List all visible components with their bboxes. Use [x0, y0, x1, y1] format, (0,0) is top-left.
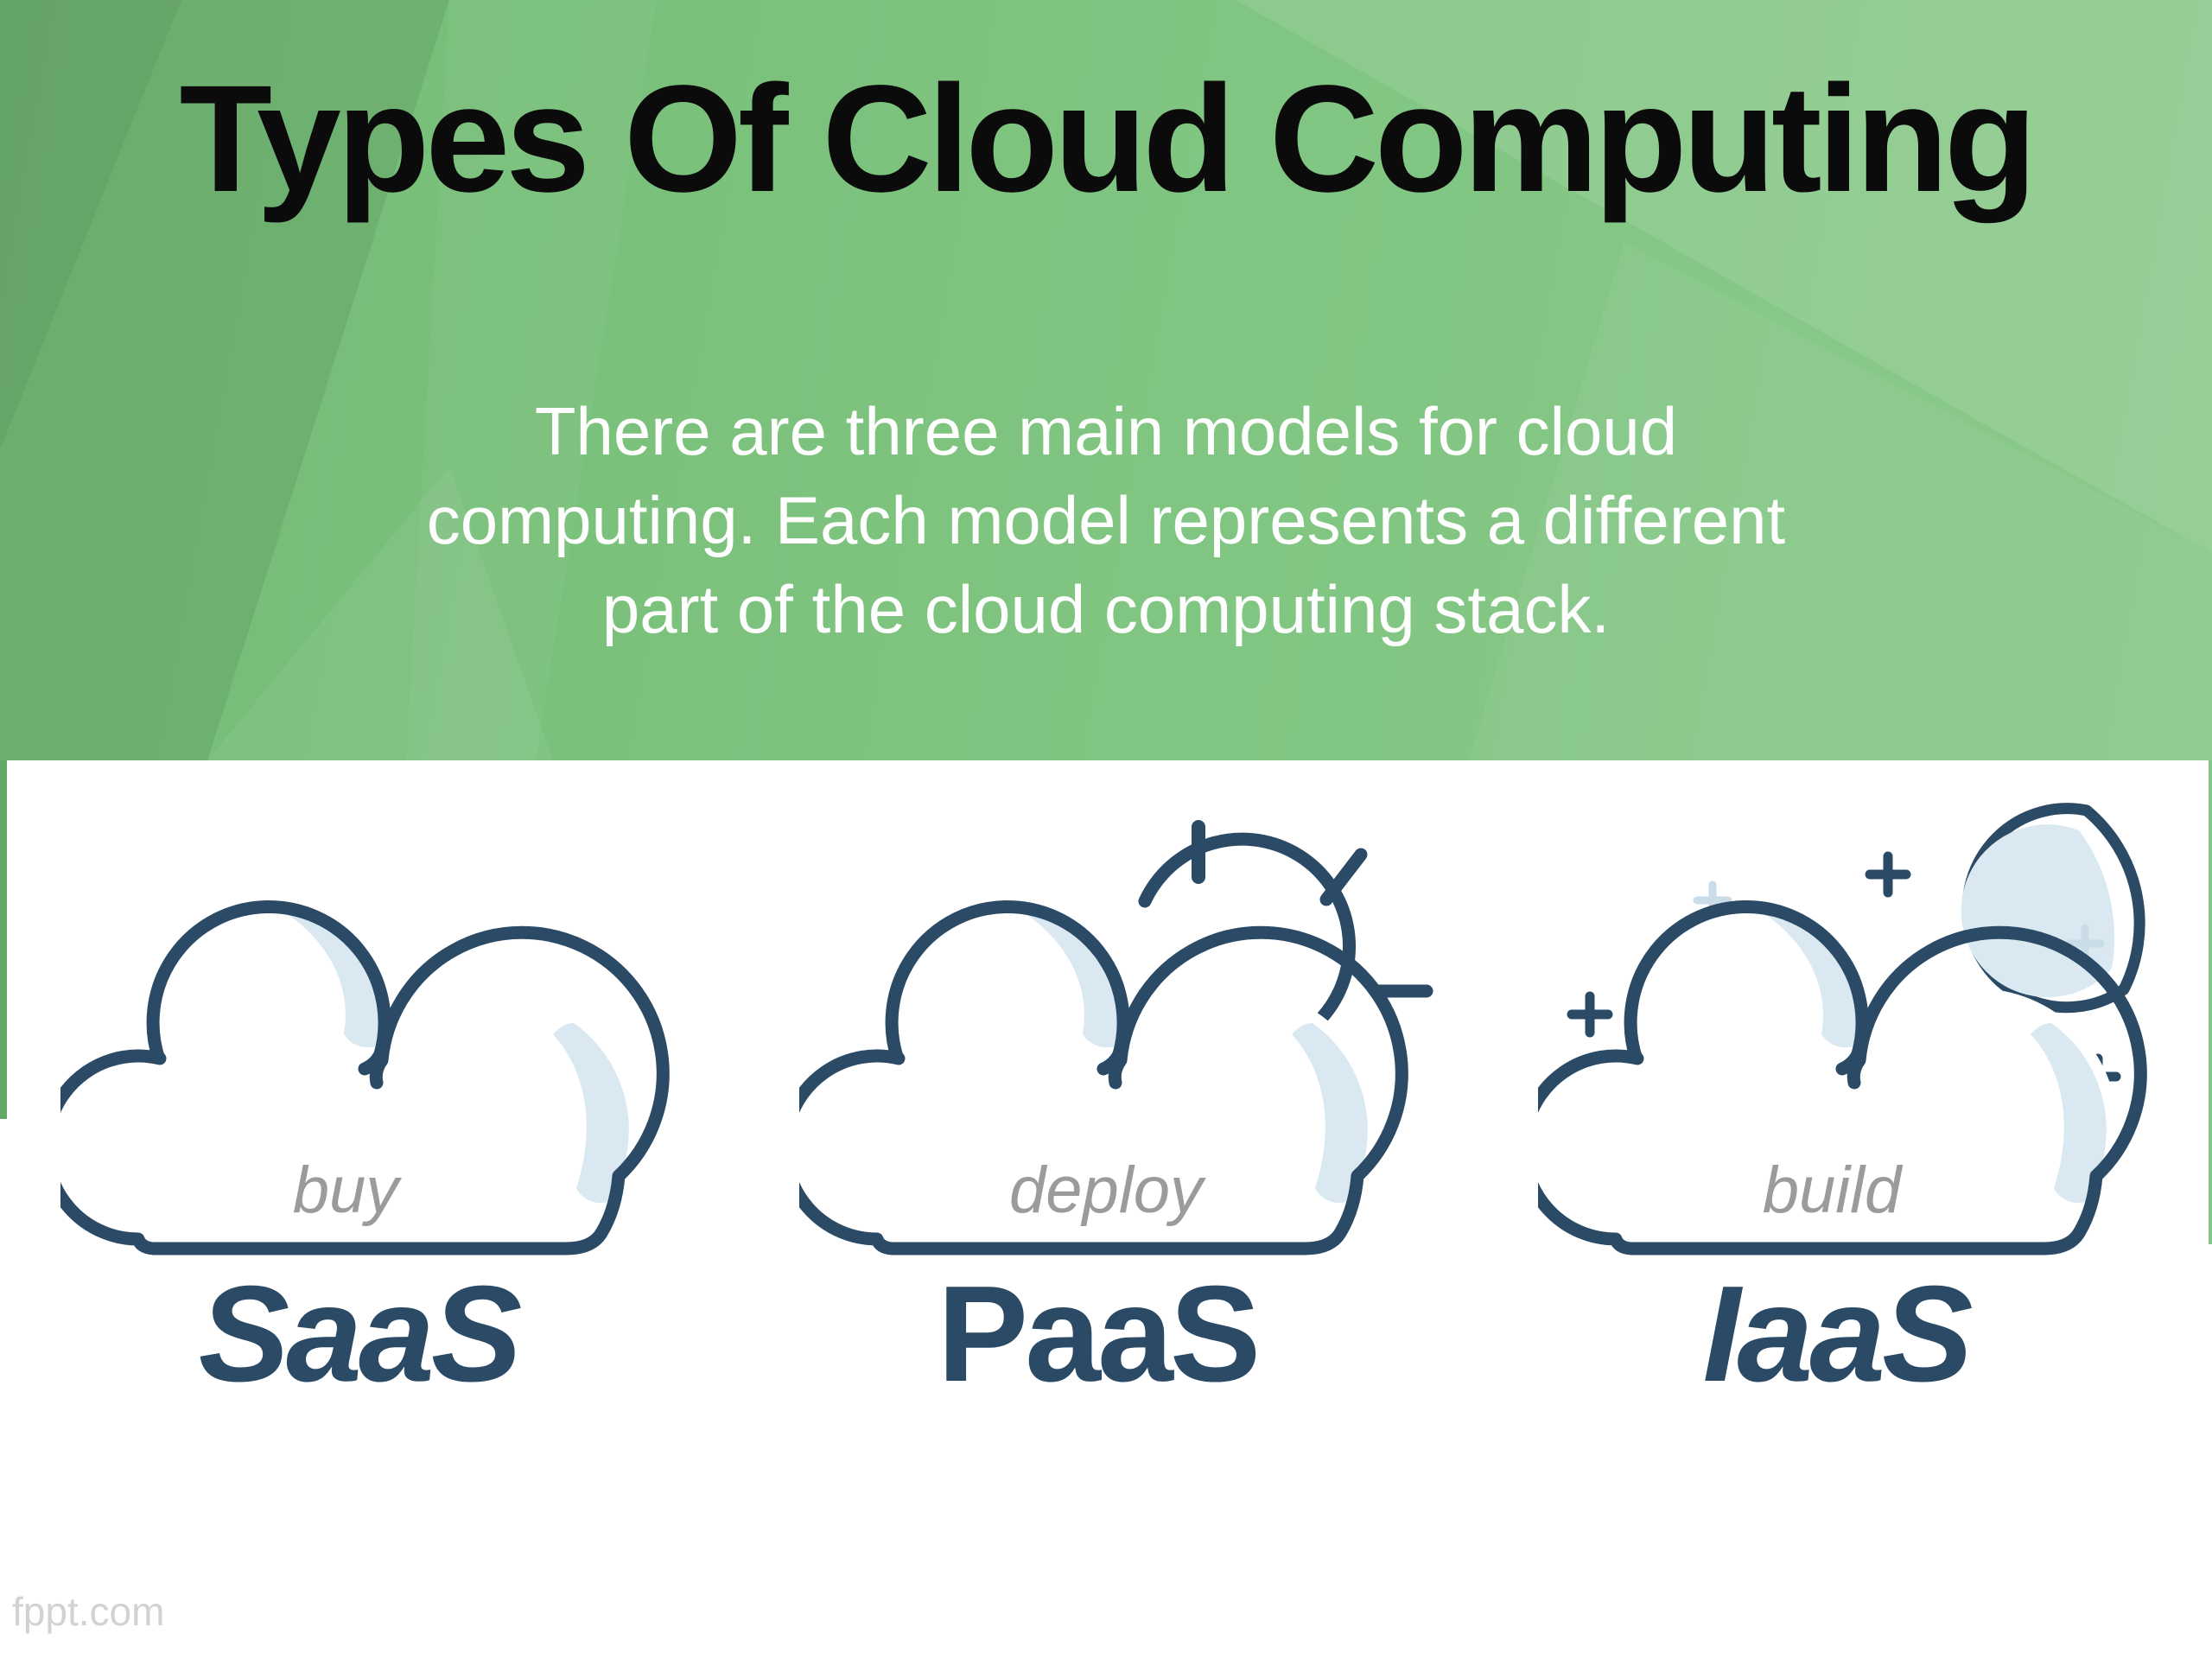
plus-star-icon	[1865, 851, 1911, 898]
cloud-shading	[1292, 1023, 1368, 1204]
green-edge-sliver-left	[0, 760, 7, 1119]
verb-word: deploy	[1009, 1154, 1206, 1227]
model-card-saas: buy SaaS	[60, 747, 717, 1421]
paas-cloud-icon: deploy	[799, 820, 1433, 1266]
subtitle-line: part of the cloud computing stack.	[601, 571, 1611, 647]
saas-cloud-icon: buy	[60, 900, 683, 1266]
header-green-banner: Types Of Cloud Computing There are three…	[0, 0, 2212, 760]
subtitle: There are three main models for cloud co…	[0, 387, 2212, 654]
model-card-paas: deploy PaaS	[799, 747, 1456, 1421]
sun-icon	[1138, 820, 1433, 1029]
watermark: fppt.com	[12, 1589, 165, 1634]
moon-icon	[1961, 803, 2145, 1014]
subtitle-line: computing. Each model represents a diffe…	[426, 482, 1786, 558]
cloud-shading	[2031, 1023, 2107, 1204]
cloud-shape: buy	[60, 900, 683, 1266]
page-title: Types Of Cloud Computing	[179, 54, 2037, 224]
iaas-cloud-icon: build	[1538, 803, 2160, 1266]
model-label-saas: SaaS	[198, 1258, 523, 1410]
cloud-shading	[1756, 908, 1859, 1048]
plus-star-icon	[1567, 991, 1613, 1038]
subtitle-line: There are three main models for cloud	[534, 393, 1678, 469]
background-facets	[0, 0, 2212, 760]
cloud-shape: build	[1538, 900, 2160, 1266]
model-label-paas: PaaS	[937, 1258, 1262, 1410]
verb-word: build	[1763, 1154, 1904, 1227]
verb-word: buy	[293, 1154, 403, 1227]
model-card-iaas: build IaaS	[1538, 747, 2195, 1421]
cloud-shading	[278, 908, 381, 1048]
green-edge-sliver-right	[2209, 760, 2212, 1244]
cloud-shape: deploy	[799, 900, 1421, 1266]
cloud-shading	[553, 1023, 629, 1204]
cloud-shading	[1017, 908, 1120, 1048]
model-label-iaas: IaaS	[1702, 1258, 1973, 1410]
